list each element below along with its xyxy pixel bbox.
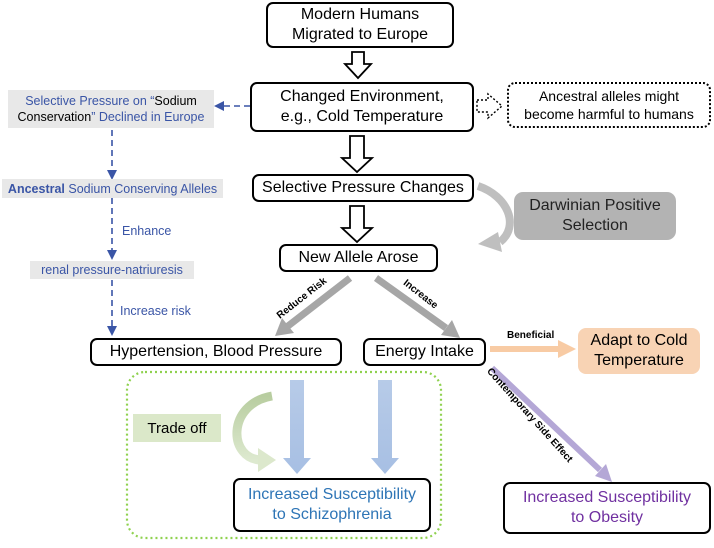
node-schizophrenia-line2: to Schizophrenia bbox=[272, 506, 392, 523]
node-migrated-line2: Migrated to Europe bbox=[291, 26, 429, 43]
node-adapt-cold-line1: Adapt to Cold bbox=[590, 332, 688, 349]
node-schizophrenia-line1: Increased Susceptibility bbox=[247, 486, 417, 503]
left-panel-arrowheads bbox=[107, 101, 224, 336]
node-adapt-cold-line2: Temperature bbox=[594, 352, 684, 369]
left-ancestral-alleles: Ancestral Sodium Conserving Alleles bbox=[2, 179, 223, 198]
node-trade-off-text: Trade off bbox=[147, 419, 207, 437]
node-darwinian-line2: Selection bbox=[562, 217, 628, 234]
sodium-pressure-part2: Sodium Conservation bbox=[17, 94, 197, 124]
node-obesity-line2: to Obesity bbox=[570, 509, 644, 526]
arrow-energy-to-schizophrenia bbox=[371, 380, 399, 474]
sodium-pressure-part3: ” Declined in Europe bbox=[91, 110, 205, 124]
arrow-selective-to-allele bbox=[339, 205, 375, 244]
node-ancestral-harmful: Ancestral alleles might become harmful to… bbox=[507, 82, 711, 128]
node-hypertension: Hypertension, Blood Pressure bbox=[90, 338, 342, 366]
node-changed-environment: Changed Environment, e.g., Cold Temperatu… bbox=[250, 82, 474, 132]
left-ancestral-alleles-text: Ancestral Sodium Conserving Alleles bbox=[8, 181, 217, 197]
arrowhead-trade-off bbox=[258, 448, 276, 472]
arrowhead-allele-to-hypertension bbox=[275, 318, 294, 336]
node-hypertension-text: Hypertension, Blood Pressure bbox=[109, 343, 323, 360]
node-obesity-line1: Increased Susceptibility bbox=[522, 489, 692, 506]
arrowhead-side-effect bbox=[595, 464, 612, 482]
trade-off-group-border bbox=[125, 370, 443, 540]
left-sodium-pressure: Selective Pressure on “Sodium Conservati… bbox=[8, 90, 214, 128]
node-ancestral-harmful-line2: become harmful to humans bbox=[524, 106, 694, 122]
node-schizophrenia: Increased Susceptibility to Schizophrenia bbox=[233, 478, 431, 532]
node-migrated-line1: Modern Humans bbox=[300, 6, 420, 23]
node-selective-pressure-changes-text: Selective Pressure Changes bbox=[262, 179, 464, 196]
left-renal-text: renal pressure-natriuresis bbox=[41, 263, 183, 277]
node-energy-intake: Energy Intake bbox=[363, 338, 486, 366]
arrowhead-allele-to-energy bbox=[441, 320, 460, 338]
arrow-darwinian-selection bbox=[476, 182, 514, 246]
arrow-trade-off bbox=[232, 391, 274, 465]
left-renal: renal pressure-natriuresis bbox=[30, 261, 194, 279]
sodium-pressure-part1: Selective Pressure on “ bbox=[25, 94, 155, 108]
ancestral-rest: Sodium Conserving Alleles bbox=[64, 181, 218, 196]
node-new-allele-text: New Allele Arose bbox=[298, 249, 419, 266]
arrow-side-effect bbox=[489, 365, 603, 473]
node-trade-off: Trade off bbox=[133, 414, 221, 442]
node-changed-environment-line1: Changed Environment, bbox=[280, 88, 444, 105]
node-energy-intake-text: Energy Intake bbox=[375, 343, 474, 360]
arrow-env-to-ancestral-harmful bbox=[476, 92, 504, 120]
arrowhead-darwinian bbox=[478, 232, 502, 252]
arrow-allele-to-hypertension bbox=[285, 275, 353, 329]
arrow-migrated-to-env bbox=[342, 51, 374, 80]
label-increase-risk: Increase risk bbox=[120, 304, 191, 318]
arrow-allele-to-energy bbox=[373, 275, 449, 331]
node-ancestral-harmful-line1: Ancestral alleles might bbox=[538, 88, 680, 104]
node-darwinian-line1: Darwinian Positive bbox=[529, 197, 661, 214]
arrow-env-to-selective bbox=[339, 135, 375, 174]
left-panel-arrows bbox=[111, 105, 250, 328]
label-enhance: Enhance bbox=[122, 224, 172, 238]
arrow-hypertension-to-schizophrenia bbox=[283, 380, 311, 474]
arrowhead-beneficial bbox=[558, 340, 576, 358]
node-changed-environment-line2: e.g., Cold Temperature bbox=[280, 108, 444, 125]
node-selective-pressure-changes: Selective Pressure Changes bbox=[252, 174, 474, 202]
node-new-allele: New Allele Arose bbox=[279, 244, 438, 272]
node-obesity: Increased Susceptibility to Obesity bbox=[503, 482, 711, 534]
label-beneficial: Beneficial bbox=[507, 330, 555, 341]
left-sodium-pressure-text: Selective Pressure on “Sodium Conservati… bbox=[8, 93, 214, 125]
ancestral-bold: Ancestral bbox=[7, 181, 65, 196]
